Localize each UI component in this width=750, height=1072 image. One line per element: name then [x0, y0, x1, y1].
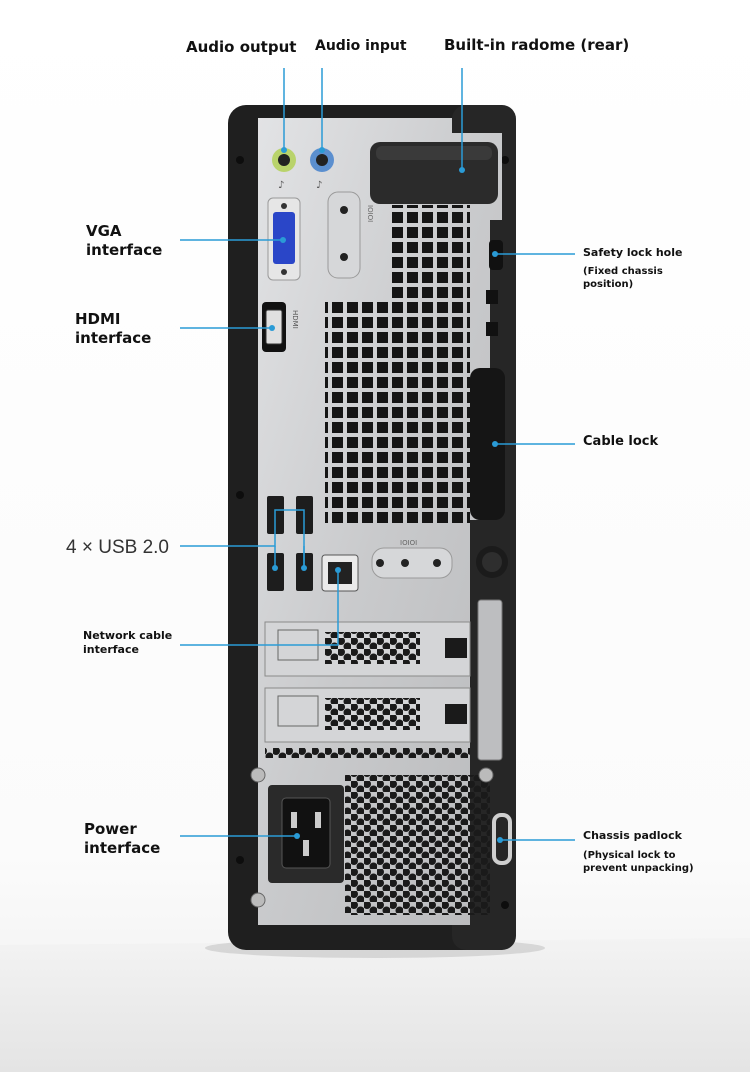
label-power-line1: Power	[84, 820, 137, 838]
chassis-screw	[236, 856, 244, 864]
chassis-tab	[486, 290, 498, 304]
audio-input-glyph: ♪	[316, 180, 322, 191]
floor-plinth	[0, 938, 750, 1072]
leader-usb	[180, 509, 305, 568]
main-vent	[325, 300, 392, 525]
label-cable-lock: Cable lock	[583, 434, 659, 449]
label-safety-lock-note-line2: position)	[583, 278, 634, 290]
label-vga: VGA interface	[86, 222, 162, 260]
label-padlock-note-line2: prevent unpacking)	[583, 862, 694, 874]
label-padlock-note-line1: (Physical lock to	[583, 850, 676, 861]
label-safety-lock: Safety lock hole	[583, 246, 683, 259]
label-safety-lock-note: (Fixed chassis position)	[583, 266, 663, 291]
chassis-screw	[501, 156, 509, 164]
hdmi-text: HDMI	[291, 310, 299, 329]
chassis-screw	[501, 901, 509, 909]
usb-port	[296, 553, 313, 591]
slot-bracket	[477, 599, 503, 761]
slot-vent	[325, 632, 420, 664]
vga-screw	[281, 203, 287, 209]
serial-knockout-top	[327, 191, 361, 279]
knockout-hole	[376, 559, 384, 567]
label-network: Network cable interface	[83, 629, 172, 657]
chassis-tab	[486, 322, 498, 336]
label-audio-input: Audio input	[315, 38, 407, 54]
serial-top-text: IOIOI	[366, 205, 374, 222]
upper-vent	[390, 205, 470, 525]
ethernet-socket	[328, 562, 352, 584]
label-hdmi: HDMI interface	[75, 310, 151, 348]
knockout-hole	[433, 559, 441, 567]
audio-output-jack-hole	[278, 154, 290, 166]
radome-block-top	[376, 146, 492, 160]
slot-tab	[277, 695, 319, 727]
serial-knockout-mid	[371, 547, 453, 579]
slot-cutout	[445, 638, 467, 658]
label-usb: 4 × USB 2.0	[66, 537, 169, 558]
chassis-screw	[236, 156, 244, 164]
psu-screw	[478, 767, 494, 783]
label-audio-output: Audio output	[186, 38, 297, 56]
leader-dots	[269, 147, 503, 843]
label-vga-line1: VGA	[86, 222, 122, 240]
label-hdmi-line1: HDMI	[75, 310, 121, 328]
label-hdmi-line2: interface	[75, 328, 152, 347]
label-radome: Built-in radome (rear)	[444, 36, 630, 54]
label-network-line2: interface	[83, 642, 139, 656]
psu-screw	[250, 892, 266, 908]
audio-input-jack-hole	[316, 154, 328, 166]
bottom-vent-strip	[265, 748, 470, 758]
leader-network	[180, 570, 339, 646]
power-pin	[291, 812, 297, 828]
chassis-padlock-loop	[492, 813, 512, 865]
slot-vent	[325, 698, 420, 730]
serial-mid-text: IOIOI	[400, 539, 417, 547]
knockout-hole	[340, 253, 348, 261]
label-safety-lock-note-line1: (Fixed chassis	[583, 266, 663, 277]
power-pin	[303, 840, 309, 856]
power-socket	[281, 797, 331, 869]
label-power: Power interface	[84, 820, 160, 858]
psu-screw	[250, 767, 266, 783]
slot-cutout	[445, 704, 467, 724]
knockout-hole	[340, 206, 348, 214]
cable-lock	[470, 368, 505, 520]
audio-output-glyph: ♪	[278, 180, 284, 191]
vga-screw	[281, 269, 287, 275]
label-vga-line2: interface	[86, 240, 163, 259]
chassis-screw	[236, 491, 244, 499]
label-padlock-note: (Physical lock to prevent unpacking)	[583, 850, 694, 875]
knob-inner	[482, 552, 502, 572]
label-power-line2: interface	[84, 838, 161, 857]
power-pin	[315, 812, 321, 828]
knockout-hole	[401, 559, 409, 567]
usb-port	[267, 553, 284, 591]
label-padlock: Chassis padlock	[583, 829, 682, 842]
label-network-line1: Network cable	[83, 629, 173, 642]
leader-lines	[180, 68, 575, 841]
psu-vent	[345, 775, 490, 915]
